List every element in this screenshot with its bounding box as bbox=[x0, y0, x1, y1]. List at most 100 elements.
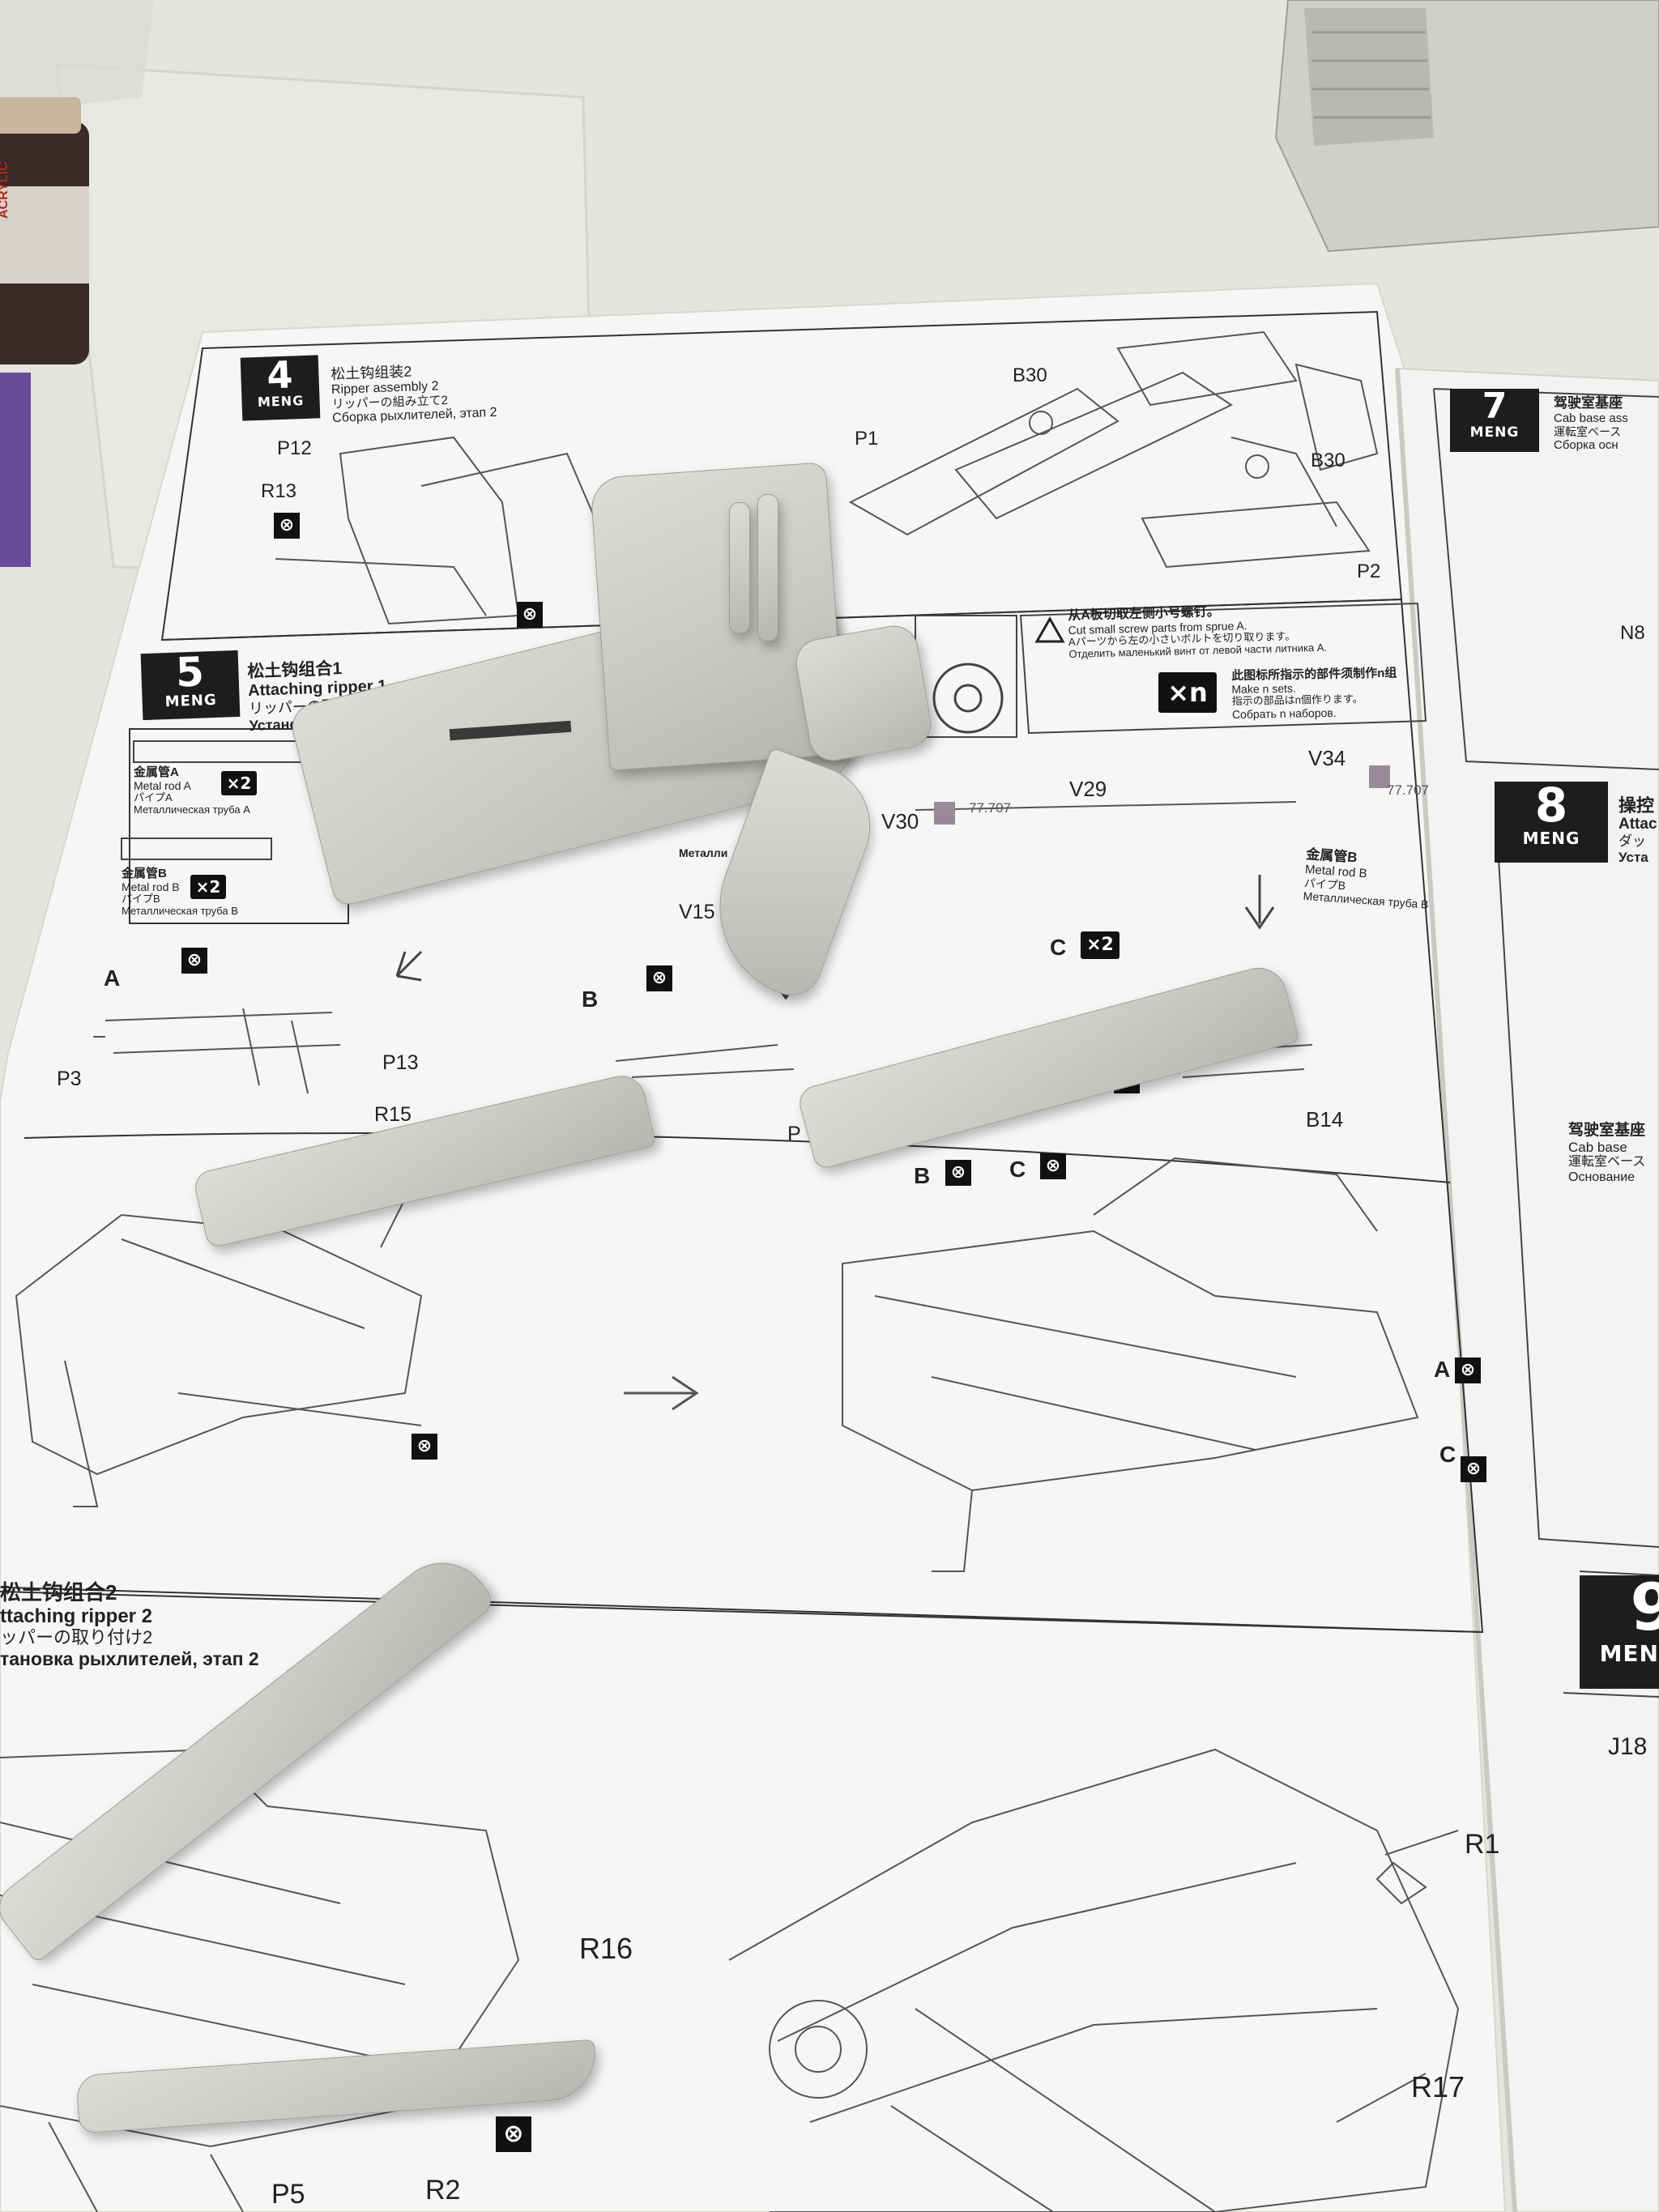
paint-swatch-v34 bbox=[1369, 765, 1390, 788]
purple-strip bbox=[0, 373, 31, 567]
rod-b-text: 金属管B Metal rod B パイプB Металлическая труб… bbox=[122, 867, 238, 918]
rod-a-en: Metal rod A bbox=[134, 779, 191, 793]
rod-b-count: ×2 bbox=[190, 875, 226, 899]
warning-text: 从A板切取左侧小号螺钉。 Cut small screw parts from … bbox=[1068, 603, 1327, 662]
arrow-down-left bbox=[395, 950, 423, 982]
label-p5: P5 bbox=[271, 2179, 305, 2210]
step6-title-ru: тановка рыхлителей, этап 2 bbox=[0, 1647, 259, 1669]
label-c: C bbox=[1050, 935, 1067, 960]
ripper-pipe-part bbox=[729, 502, 750, 633]
step8-number: 8 bbox=[1534, 778, 1568, 833]
label-v29: V29 bbox=[1069, 777, 1107, 801]
step4-badge: 4 MENG bbox=[240, 352, 321, 421]
step7-badge: 7 MENG bbox=[1450, 389, 1539, 452]
plastic-sleeve-left bbox=[0, 0, 154, 113]
cement-icon-b-lower: ⊗ bbox=[945, 1160, 971, 1186]
label-b-lower: B bbox=[914, 1163, 931, 1188]
rod-a-ru: Металлическая труба A bbox=[134, 803, 250, 816]
step8-sub-en: Cab base bbox=[1568, 1139, 1627, 1155]
rod-a-ja: パイプA bbox=[134, 791, 173, 804]
step5-badge: 5 MENG bbox=[140, 648, 241, 721]
step8-title-ru: Уста bbox=[1618, 849, 1648, 865]
step9-badge: 9 MEN bbox=[1580, 1575, 1659, 1689]
step7-title-zh: 驾驶室基座 bbox=[1554, 395, 1623, 411]
rod-b-en: Metal rod B bbox=[122, 880, 180, 894]
label-p2: P2 bbox=[1357, 560, 1381, 582]
cement-icon-c-lower-right: ⊗ bbox=[1461, 1456, 1486, 1482]
screw-drawing-inner bbox=[953, 684, 983, 713]
step4-title-block: 松土钩组装2 Ripper assembly 2 リッパーの組み立て2 Сбор… bbox=[331, 360, 497, 427]
label-r2: R2 bbox=[425, 2175, 461, 2206]
paint-jar-label bbox=[0, 186, 89, 283]
step7-title-ru: Сборка осн bbox=[1554, 437, 1618, 452]
label-j18: J18 bbox=[1608, 1733, 1648, 1760]
label-paint-v34: 77.707 bbox=[1387, 782, 1429, 798]
label-p-partial: P bbox=[787, 1123, 801, 1145]
step5-brand: MENG bbox=[164, 691, 218, 711]
cement-icon-a: ⊗ bbox=[181, 948, 207, 974]
rod-b-right-text: 金属管B Metal rod B パイプB Металлическая труб… bbox=[1303, 846, 1431, 911]
step6-title-block: 松土钩组合2 ttaching ripper 2 ッパーの取り付け2 танов… bbox=[0, 1580, 259, 1669]
warning-triangle-icon bbox=[1034, 616, 1065, 643]
label-b: B bbox=[582, 987, 599, 1012]
step6-title-en: ttaching ripper 2 bbox=[0, 1605, 153, 1627]
warning-box bbox=[1019, 602, 1427, 735]
cement-icon-b: ⊗ bbox=[646, 965, 672, 991]
label-v15: V15 bbox=[679, 901, 715, 923]
step7-title-en: Cab base ass bbox=[1554, 411, 1628, 425]
step6-title-ja: ッパーの取り付け2 bbox=[0, 1627, 153, 1648]
step5-line-drawings bbox=[15, 801, 1419, 1572]
label-r15: R15 bbox=[374, 1103, 412, 1126]
rod-b-ja: パイプB bbox=[122, 893, 160, 906]
cab-model-grille bbox=[1304, 8, 1434, 146]
label-b30-top: B30 bbox=[1013, 364, 1047, 386]
label-p12: P12 bbox=[277, 437, 312, 459]
label-metal-partial: Металли bbox=[679, 846, 728, 859]
step5-number: 5 bbox=[175, 648, 205, 697]
step6-frame bbox=[0, 1591, 1483, 1633]
label-c-lower-right: C bbox=[1439, 1442, 1456, 1467]
cement-icon-a-lower: ⊗ bbox=[1455, 1357, 1481, 1383]
step5-divider bbox=[23, 1132, 1451, 1183]
step4-brand: MENG bbox=[257, 392, 305, 410]
step6-cement-icon: ⊗ bbox=[496, 2116, 531, 2152]
rod-a-zh: 金属管A bbox=[134, 765, 179, 779]
paint-jar-label-text: ACRYLIC bbox=[0, 161, 11, 219]
label-b14: B14 bbox=[1306, 1107, 1344, 1132]
screw-drawing bbox=[932, 663, 1004, 734]
step7-brand: MENG bbox=[1469, 424, 1520, 441]
step8-title-block: 操控 Attac ダッ Уста bbox=[1618, 795, 1657, 865]
step6-title-zh: 松土钩组合2 bbox=[0, 1580, 117, 1605]
label-v34: V34 bbox=[1308, 746, 1346, 770]
ripper-cylinder-part bbox=[791, 621, 936, 765]
step9-number: 9 bbox=[1630, 1570, 1659, 1645]
label-p3: P3 bbox=[57, 1068, 82, 1090]
label-c-lower: C bbox=[1009, 1157, 1026, 1182]
step9-brand: MEN bbox=[1599, 1640, 1659, 1667]
step8-sub-block: 驾驶室基座 Cab base 運転室ベース Основание bbox=[1568, 1122, 1645, 1185]
step4-number: 4 bbox=[266, 352, 294, 398]
label-r1: R1 bbox=[1465, 1829, 1500, 1860]
cement-icon-lower: ⊗ bbox=[412, 1434, 437, 1460]
label-v30: V30 bbox=[881, 809, 919, 833]
arrow-down-right bbox=[1244, 875, 1275, 930]
cement-icon-c-lower: ⊗ bbox=[1040, 1153, 1066, 1179]
label-c-count: ×2 bbox=[1081, 931, 1120, 959]
paint-jar-cap bbox=[0, 97, 81, 134]
rod-b-zh: 金属管B bbox=[122, 867, 167, 880]
step8-sub-zh: 驾驶室基座 bbox=[1568, 1122, 1646, 1139]
step8-title-en: Attac bbox=[1618, 816, 1657, 833]
label-a: A bbox=[104, 965, 121, 991]
sets-text: 此图标所指示的部件须制作n组 Make n sets. 指示の部品はn個作ります… bbox=[1231, 666, 1397, 721]
label-r16: R16 bbox=[579, 1932, 633, 1965]
label-p13: P13 bbox=[382, 1051, 419, 1074]
step7-title-block: 驾驶室基座 Cab base ass 運転室ベース Сборка осн bbox=[1554, 395, 1628, 452]
label-p1: P1 bbox=[855, 428, 879, 450]
label-paint-v30: 77.707 bbox=[969, 800, 1011, 816]
step8-sub-ja: 運転室ベース bbox=[1568, 1155, 1646, 1170]
ripper-pipe-part-2 bbox=[757, 494, 778, 641]
rod-b-bar bbox=[121, 837, 272, 860]
label-r13: R13 bbox=[261, 480, 297, 502]
step7-title-ja: 運転室ベース bbox=[1554, 424, 1622, 438]
rod-a-count: ×2 bbox=[221, 771, 257, 795]
